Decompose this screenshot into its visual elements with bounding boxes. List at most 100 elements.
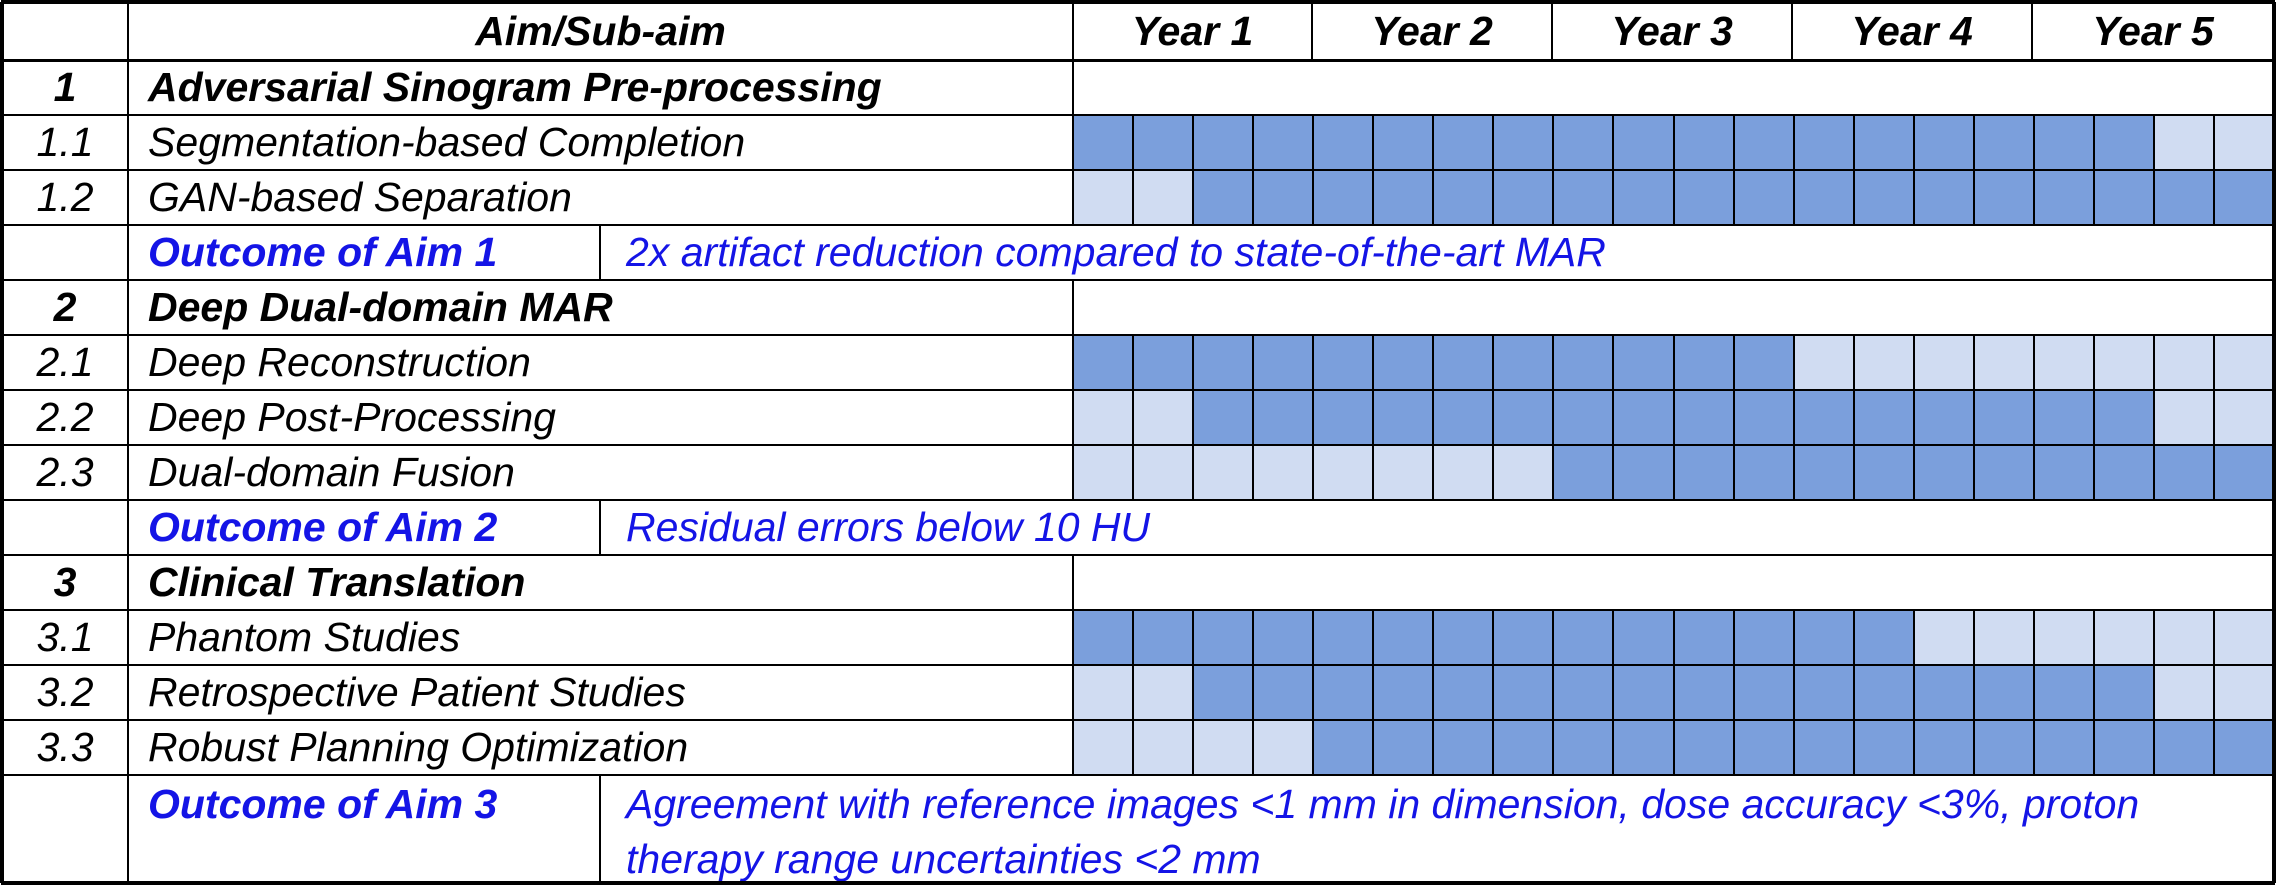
timeline-cell-active	[2154, 445, 2214, 500]
timeline-cell-active	[1073, 115, 1133, 170]
timeline-cell-active	[1493, 610, 1553, 665]
timeline-cell-active	[1493, 390, 1553, 445]
timeline-cell-active	[1794, 115, 1854, 170]
timeline-cell-active	[1794, 610, 1854, 665]
grid-line-vertical	[1072, 610, 1074, 665]
timeline-cell-active	[1854, 665, 1914, 720]
outcome-label: Outcome of Aim 2	[148, 504, 498, 550]
timeline-cell-active	[1073, 610, 1133, 665]
task-label: Deep Post-Processing	[148, 394, 556, 440]
grid-line-vertical	[1252, 115, 1254, 170]
grid-line-vertical	[1372, 720, 1374, 775]
timeline-cell-active	[1193, 610, 1253, 665]
grid-line-vertical	[2153, 170, 2155, 225]
task-label: GAN-based Separation	[148, 174, 572, 220]
task-label: Segmentation-based Completion	[148, 119, 746, 165]
grid-line-vertical	[1072, 445, 1074, 500]
grid-line-vertical	[1913, 665, 1915, 720]
timeline-cell-active	[1133, 610, 1193, 665]
task-label: Phantom Studies	[148, 614, 461, 660]
grid-line-vertical	[2213, 445, 2215, 500]
grid-line-vertical	[2033, 390, 2035, 445]
timeline-cell-active	[1193, 390, 1253, 445]
grid-line-vertical	[1312, 115, 1314, 170]
timeline-cell-active	[1854, 445, 1914, 500]
grid-line-vertical	[1252, 665, 1254, 720]
timeline-cell-active	[2034, 720, 2094, 775]
task-number: 2.3	[36, 449, 94, 495]
grid-line-vertical	[1733, 720, 1735, 775]
aim-number: 2	[53, 284, 77, 330]
timeline-cell-inactive	[1073, 665, 1133, 720]
timeline-cell-inactive	[2154, 610, 2214, 665]
grid-line-vertical	[1492, 115, 1494, 170]
timeline-cell-active	[1794, 665, 1854, 720]
timeline-cell-active	[1734, 170, 1794, 225]
grid-line-vertical	[2031, 2, 2033, 60]
grid-line-vertical	[1312, 445, 1314, 500]
task-number: 2.1	[36, 339, 94, 385]
timeline-cell-active	[1674, 115, 1734, 170]
grid-line-vertical	[1372, 170, 1374, 225]
grid-line-vertical	[1853, 390, 1855, 445]
timeline-cell-active	[1493, 335, 1553, 390]
grid-line-vertical	[1252, 335, 1254, 390]
outcome-text: Agreement with reference images <1 mm in…	[626, 781, 2140, 882]
timeline-cell-active	[1553, 390, 1613, 445]
grid-line-vertical	[1252, 610, 1254, 665]
timeline-cell-active	[1313, 115, 1373, 170]
grid-line-vertical	[1192, 335, 1194, 390]
grid-line-vertical	[1973, 115, 1975, 170]
grid-line-horizontal	[1, 0, 2275, 4]
grid-line-vertical	[1072, 390, 1074, 445]
grid-line-vertical	[1673, 115, 1675, 170]
timeline-cell-active	[1133, 115, 1193, 170]
grid-line-vertical	[1733, 335, 1735, 390]
timeline-cell-inactive	[1253, 445, 1313, 500]
grid-line-vertical	[2033, 720, 2035, 775]
timeline-cell-active	[1734, 610, 1794, 665]
grid-line-vertical	[1973, 665, 1975, 720]
grid-line-vertical	[1432, 720, 1434, 775]
grid-line-vertical	[1192, 115, 1194, 170]
outcome-label: Outcome of Aim 3	[148, 781, 498, 827]
timeline-cell-active	[1974, 115, 2034, 170]
timeline-cell-inactive	[2214, 610, 2274, 665]
grid-line-vertical	[1612, 390, 1614, 445]
timeline-cell-active	[1613, 610, 1674, 665]
grid-line-vertical	[1492, 170, 1494, 225]
aim-number: 3	[53, 559, 77, 605]
timeline-cell-active	[1493, 665, 1553, 720]
grid-line-vertical	[1372, 115, 1374, 170]
timeline-cell-active	[2214, 170, 2274, 225]
grid-line-vertical	[1492, 335, 1494, 390]
timeline-cell-active	[1253, 170, 1313, 225]
grid-line-vertical	[1733, 445, 1735, 500]
grid-line-vertical	[1673, 445, 1675, 500]
grid-line-vertical	[2153, 665, 2155, 720]
grid-line-vertical	[2033, 335, 2035, 390]
timeline-cell-inactive	[1073, 390, 1133, 445]
grid-line-vertical	[1372, 665, 1374, 720]
grid-line-vertical	[2153, 720, 2155, 775]
timeline-cell-active	[2094, 115, 2154, 170]
timeline-cell-active	[2034, 115, 2094, 170]
grid-line-vertical	[1372, 390, 1374, 445]
timeline-cell-active	[2154, 720, 2214, 775]
timeline-cell-active	[1253, 665, 1313, 720]
timeline-cell-active	[1613, 390, 1674, 445]
timeline-cell-active	[2094, 445, 2154, 500]
grid-line-vertical	[1312, 335, 1314, 390]
grid-line-vertical	[2153, 335, 2155, 390]
timeline-cell-active	[1313, 665, 1373, 720]
timeline-cell-inactive	[1914, 335, 1974, 390]
timeline-cell-active	[1914, 170, 1974, 225]
grid-line-vertical	[1733, 610, 1735, 665]
grid-line-vertical	[1733, 115, 1735, 170]
grid-line-horizontal	[1, 114, 2275, 116]
timeline-cell-active	[1674, 610, 1734, 665]
grid-line-vertical	[2272, 2, 2276, 883]
grid-line-vertical	[1492, 610, 1494, 665]
outcome-text: 2x artifact reduction compared to state-…	[626, 229, 1606, 275]
grid-line-vertical	[1072, 115, 1074, 170]
